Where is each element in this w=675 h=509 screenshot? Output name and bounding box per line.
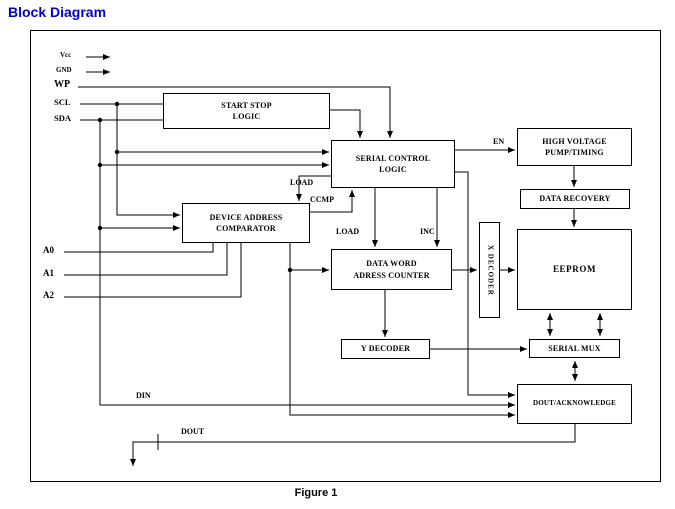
block-dout-acknowledge: DOUT/ACKNOWLEDGE bbox=[517, 384, 632, 424]
block-device-address-comparator: DEVICE ADDRESS COMPARATOR bbox=[182, 203, 310, 243]
signal-label-ccmp: CCMP bbox=[310, 195, 334, 204]
signal-label-load-upper: LOAD bbox=[290, 178, 314, 187]
figure-caption: Figure 1 bbox=[294, 487, 338, 499]
block-label: COMPARATOR bbox=[216, 224, 276, 233]
block-label: DATA WORD bbox=[366, 259, 417, 269]
block-serial-mux: SERIAL MUX bbox=[529, 339, 620, 358]
signal-label-din: DIN bbox=[136, 391, 151, 400]
block-x-decoder: X DECODER bbox=[479, 222, 500, 318]
block-label: SERIAL MUX bbox=[548, 343, 601, 353]
block-label: DEVICE ADDRESS bbox=[209, 212, 283, 222]
block-data-recovery: DATA RECOVERY bbox=[520, 189, 630, 209]
block-label: PUMP/TIMING bbox=[545, 148, 604, 157]
block-label: EEPROM bbox=[552, 264, 597, 275]
block-label: HIGH VOLTAGE bbox=[542, 136, 607, 146]
block-eeprom: EEPROM bbox=[517, 229, 632, 310]
diagram-frame bbox=[30, 30, 661, 482]
block-label: LOGIC bbox=[379, 165, 407, 174]
signal-label-inc: INC bbox=[420, 227, 435, 236]
block-label: Y DECODER bbox=[360, 344, 411, 354]
page-title: Block Diagram bbox=[8, 4, 107, 20]
pin-label-a2: A2 bbox=[43, 290, 54, 300]
block-y-decoder: Y DECODER bbox=[341, 339, 430, 359]
pin-label-gnd: GND bbox=[56, 66, 72, 74]
signal-label-dout: DOUT bbox=[181, 427, 205, 436]
block-label: X DECODER bbox=[486, 244, 495, 296]
pin-label-wp: WP bbox=[54, 79, 71, 90]
block-label: SERIAL CONTROL bbox=[355, 153, 431, 163]
pin-label-vcc: Vcc bbox=[60, 51, 72, 59]
block-high-voltage-pump-timing: HIGH VOLTAGE PUMP/TIMING bbox=[517, 128, 632, 166]
block-start-stop-logic: START STOP LOGIC bbox=[163, 93, 330, 129]
block-data-word-address-counter: DATA WORD ADRESS COUNTER bbox=[331, 249, 452, 290]
pin-label-sda: SDA bbox=[54, 113, 72, 123]
pin-label-scl: SCL bbox=[54, 97, 71, 107]
pin-label-a1: A1 bbox=[43, 268, 54, 278]
block-serial-control-logic: SERIAL CONTROL LOGIC bbox=[331, 140, 455, 188]
block-label: START STOP bbox=[221, 100, 272, 110]
block-label: ADRESS COUNTER bbox=[353, 270, 430, 280]
signal-label-load-lower: LOAD bbox=[336, 227, 360, 236]
block-label: LOGIC bbox=[232, 112, 261, 121]
signal-label-en: EN bbox=[493, 137, 505, 146]
block-label: DATA RECOVERY bbox=[539, 194, 611, 204]
block-label: DOUT/ACKNOWLEDGE bbox=[533, 399, 616, 408]
pin-label-a0: A0 bbox=[43, 245, 54, 255]
